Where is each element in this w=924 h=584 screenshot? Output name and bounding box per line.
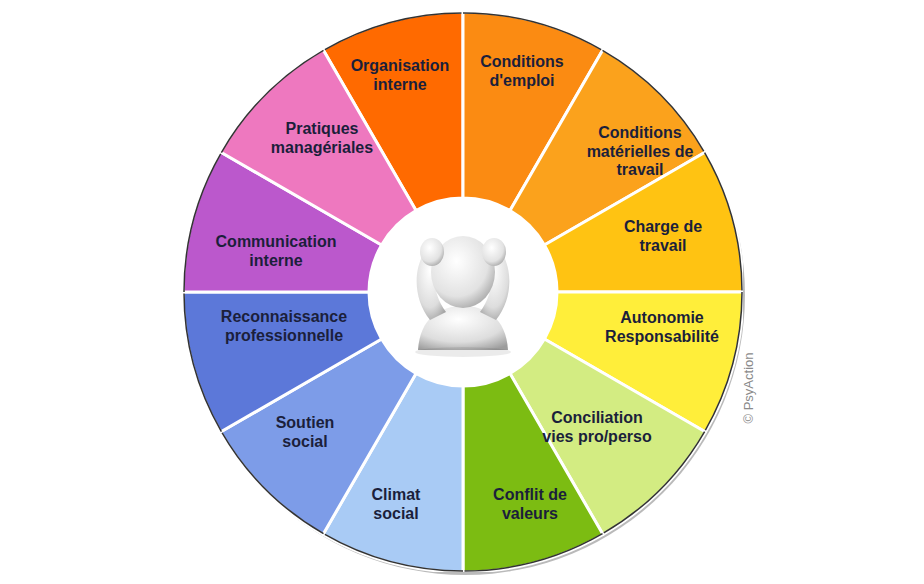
factor-sector: Conciliation vies pro/perso <box>183 12 743 572</box>
factor-label: Conditions matérielles de travail <box>584 124 696 180</box>
factor-sector: Soutien social <box>183 12 743 572</box>
factor-label: Conciliation vies pro/perso <box>535 409 659 446</box>
sector-shape <box>183 12 743 572</box>
factor-sector: Conditions d'emploi <box>183 12 743 572</box>
factor-label: Pratiques managériales <box>261 120 383 157</box>
factor-label: Conditions d'emploi <box>467 53 577 90</box>
sector-shape <box>183 12 743 572</box>
factor-label: Soutien social <box>259 414 351 451</box>
factor-sector: Organisation interne <box>183 12 743 572</box>
factor-sector: Reconnaissance professionnelle <box>183 12 743 572</box>
factor-sector: Charge de travail <box>183 12 743 572</box>
factor-label: Reconnaissance professionnelle <box>202 308 366 345</box>
sector-shape <box>183 12 743 572</box>
factor-sector: Pratiques managériales <box>183 12 743 572</box>
sector-shape <box>183 12 743 572</box>
sector-shape <box>183 12 743 572</box>
sector-shape <box>183 12 743 572</box>
factor-label: Autonomie Responsabilité <box>597 309 727 346</box>
sector-shape <box>183 12 743 572</box>
sector-shape <box>183 12 743 572</box>
sector-shape <box>183 12 743 572</box>
factor-label: Charge de travail <box>615 218 711 255</box>
factor-sector: Autonomie Responsabilité <box>183 12 743 572</box>
sector-shape <box>183 12 743 572</box>
factor-sector: Conflit de valeurs <box>183 12 743 572</box>
factor-label: Conflit de valeurs <box>480 486 580 523</box>
factor-sector: Communication interne <box>183 12 743 572</box>
factor-label: Communication interne <box>204 233 348 270</box>
factor-sector: Climat social <box>183 12 743 572</box>
sector-shape <box>183 12 743 572</box>
factor-label: Organisation interne <box>338 57 462 94</box>
copyright-watermark: © PsyAction <box>741 353 756 424</box>
factor-sector: Conditions matérielles de travail <box>183 12 743 572</box>
sector-shape <box>183 12 743 572</box>
factor-label: Climat social <box>351 486 441 523</box>
